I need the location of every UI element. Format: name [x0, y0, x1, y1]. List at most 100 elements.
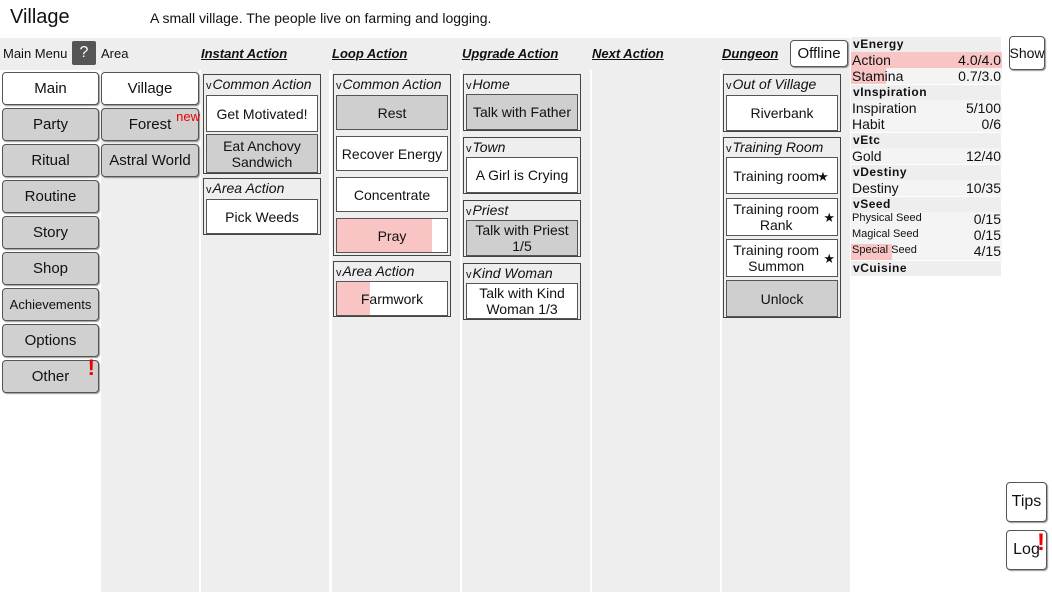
action-girl-crying[interactable]: A Girl is Crying — [466, 157, 578, 193]
action-pick-weeds[interactable]: Pick Weeds — [206, 199, 318, 234]
dungeon-riverbank[interactable]: Riverbank — [726, 95, 838, 131]
loop-action-header[interactable]: Loop Action — [332, 46, 408, 61]
section-label: Etc — [860, 133, 881, 147]
chevron-down-icon: v — [853, 165, 861, 179]
action-label: Talk with Father — [472, 104, 572, 120]
instant-common-panel: vCommon Action Get Motivated! Eat Anchov… — [203, 74, 321, 174]
action-concentrate[interactable]: Concentrate — [336, 177, 448, 212]
next-action-header[interactable]: Next Action — [592, 46, 664, 61]
action-recover-energy[interactable]: Recover Energy — [336, 136, 448, 171]
upgrade-kind-woman-title-text: Kind Woman — [472, 265, 553, 281]
stamina-fill — [851, 68, 886, 84]
upgrade-home-panel: vHome Talk with Father — [463, 74, 581, 131]
upgrade-town-title[interactable]: vTown — [464, 138, 580, 156]
action-label: Training room — [733, 167, 820, 184]
action-eat-anchovy-sandwich[interactable]: Eat Anchovy Sandwich — [206, 134, 318, 173]
dungeon-training-rank[interactable]: Training room Rank★ — [726, 198, 838, 236]
dungeon-training-panel: vTraining Room Training room★ Training r… — [723, 137, 841, 318]
dungeon-training-title[interactable]: vTraining Room — [724, 138, 840, 156]
show-button[interactable]: Show — [1009, 36, 1045, 70]
menu-story[interactable]: Story — [2, 216, 99, 249]
chevron-down-icon: v — [336, 267, 342, 279]
action-get-motivated[interactable]: Get Motivated! — [206, 95, 318, 132]
upgrade-home-title[interactable]: vHome — [464, 75, 580, 93]
action-farmwork[interactable]: Farmwork — [336, 281, 448, 316]
dungeon-out-title[interactable]: vOut of Village — [724, 75, 840, 93]
menu-other[interactable]: Other ! — [2, 355, 99, 393]
chevron-down-icon: v — [853, 85, 861, 99]
resource-value: 0/15 — [973, 211, 1001, 227]
energy-section-header[interactable]: vEnergy — [851, 37, 1001, 52]
inspiration-section-header[interactable]: vInspiration — [851, 85, 1001, 100]
action-pray[interactable]: Pray — [336, 218, 448, 253]
dungeon-header[interactable]: Dungeon — [722, 46, 779, 61]
cuisine-section-header[interactable]: vCuisine — [851, 261, 1001, 276]
chevron-down-icon: v — [466, 269, 472, 281]
help-button[interactable]: ? — [72, 41, 96, 65]
action-label: Unlock — [760, 290, 804, 307]
area-forest[interactable]: Forest new — [101, 108, 200, 141]
dungeon-unlock-button[interactable]: Unlock — [726, 280, 838, 317]
section-label: Seed — [860, 197, 891, 211]
resource-value: 0/15 — [973, 227, 1001, 243]
area-astral-world[interactable]: Astral World — [101, 144, 199, 177]
chevron-down-icon: v — [853, 37, 861, 51]
menu-ritual[interactable]: Ritual — [2, 144, 99, 177]
action-rest[interactable]: Rest — [336, 95, 448, 130]
resource-value: 0/6 — [981, 116, 1001, 132]
area-village[interactable]: Village — [101, 72, 199, 105]
page-title: Village — [10, 6, 70, 28]
action-talk-with-priest[interactable]: Talk with Priest 1/5 — [466, 220, 578, 256]
tips-button[interactable]: Tips — [1006, 482, 1047, 522]
seed-section-header[interactable]: vSeed — [851, 197, 1001, 212]
section-label: Inspiration — [860, 85, 928, 99]
etc-section-header[interactable]: vEtc — [851, 133, 1001, 148]
menu-main[interactable]: Main — [2, 72, 99, 105]
new-badge: new — [176, 109, 200, 124]
menu-routine[interactable]: Routine — [2, 180, 99, 213]
dungeon-training-summon[interactable]: Training room Summon★ — [726, 239, 838, 277]
action-talk-with-kind-woman[interactable]: Talk with Kind Woman 1/3 — [466, 283, 578, 319]
destiny-section-header[interactable]: vDestiny — [851, 165, 1001, 180]
menu-shop[interactable]: Shop — [2, 252, 99, 285]
action-fill — [851, 52, 1002, 68]
star-icon: ★ — [823, 251, 835, 266]
resource-name: Special Seed — [852, 244, 917, 256]
resource-name: Physical Seed — [852, 212, 922, 224]
resource-name: Gold — [852, 148, 882, 164]
alert-icon: ! — [1037, 529, 1045, 556]
instant-action-header[interactable]: Instant Action — [201, 46, 288, 61]
menu-party[interactable]: Party — [2, 108, 99, 141]
menu-achievements[interactable]: Achievements — [2, 288, 99, 321]
loop-common-title[interactable]: vCommon Action — [334, 75, 450, 93]
log-button[interactable]: Log ! — [1006, 529, 1047, 570]
dungeon-out-title-text: Out of Village — [732, 76, 817, 92]
resource-name: Destiny — [852, 180, 899, 196]
dungeon-training-room[interactable]: Training room★ — [726, 157, 838, 194]
loop-common-title-text: Common Action — [342, 76, 442, 92]
loop-area-title[interactable]: vArea Action — [334, 262, 450, 280]
upgrade-priest-panel: vPriest Talk with Priest 1/5 — [463, 200, 581, 257]
upgrade-action-header[interactable]: Upgrade Action — [462, 46, 559, 61]
offline-button[interactable]: Offline — [790, 40, 848, 67]
chevron-down-icon: v — [206, 80, 212, 92]
pray-progress-fill — [337, 219, 432, 252]
section-label: Energy — [860, 37, 904, 51]
loop-area-panel: vArea Action Farmwork — [333, 261, 451, 317]
chevron-down-icon: v — [853, 133, 861, 147]
area-forest-label: Forest — [128, 116, 172, 133]
instant-area-title[interactable]: vArea Action — [204, 179, 320, 197]
next-column — [592, 70, 720, 592]
upgrade-kind-woman-title[interactable]: vKind Woman — [464, 264, 580, 282]
action-label: Pray — [377, 227, 407, 244]
instant-common-title[interactable]: vCommon Action — [204, 75, 320, 93]
chevron-down-icon: v — [466, 80, 472, 92]
farmwork-progress-fill — [337, 282, 370, 315]
action-talk-with-father[interactable]: Talk with Father — [466, 94, 578, 130]
upgrade-priest-title[interactable]: vPriest — [464, 201, 580, 219]
menu-options[interactable]: Options — [2, 324, 99, 357]
